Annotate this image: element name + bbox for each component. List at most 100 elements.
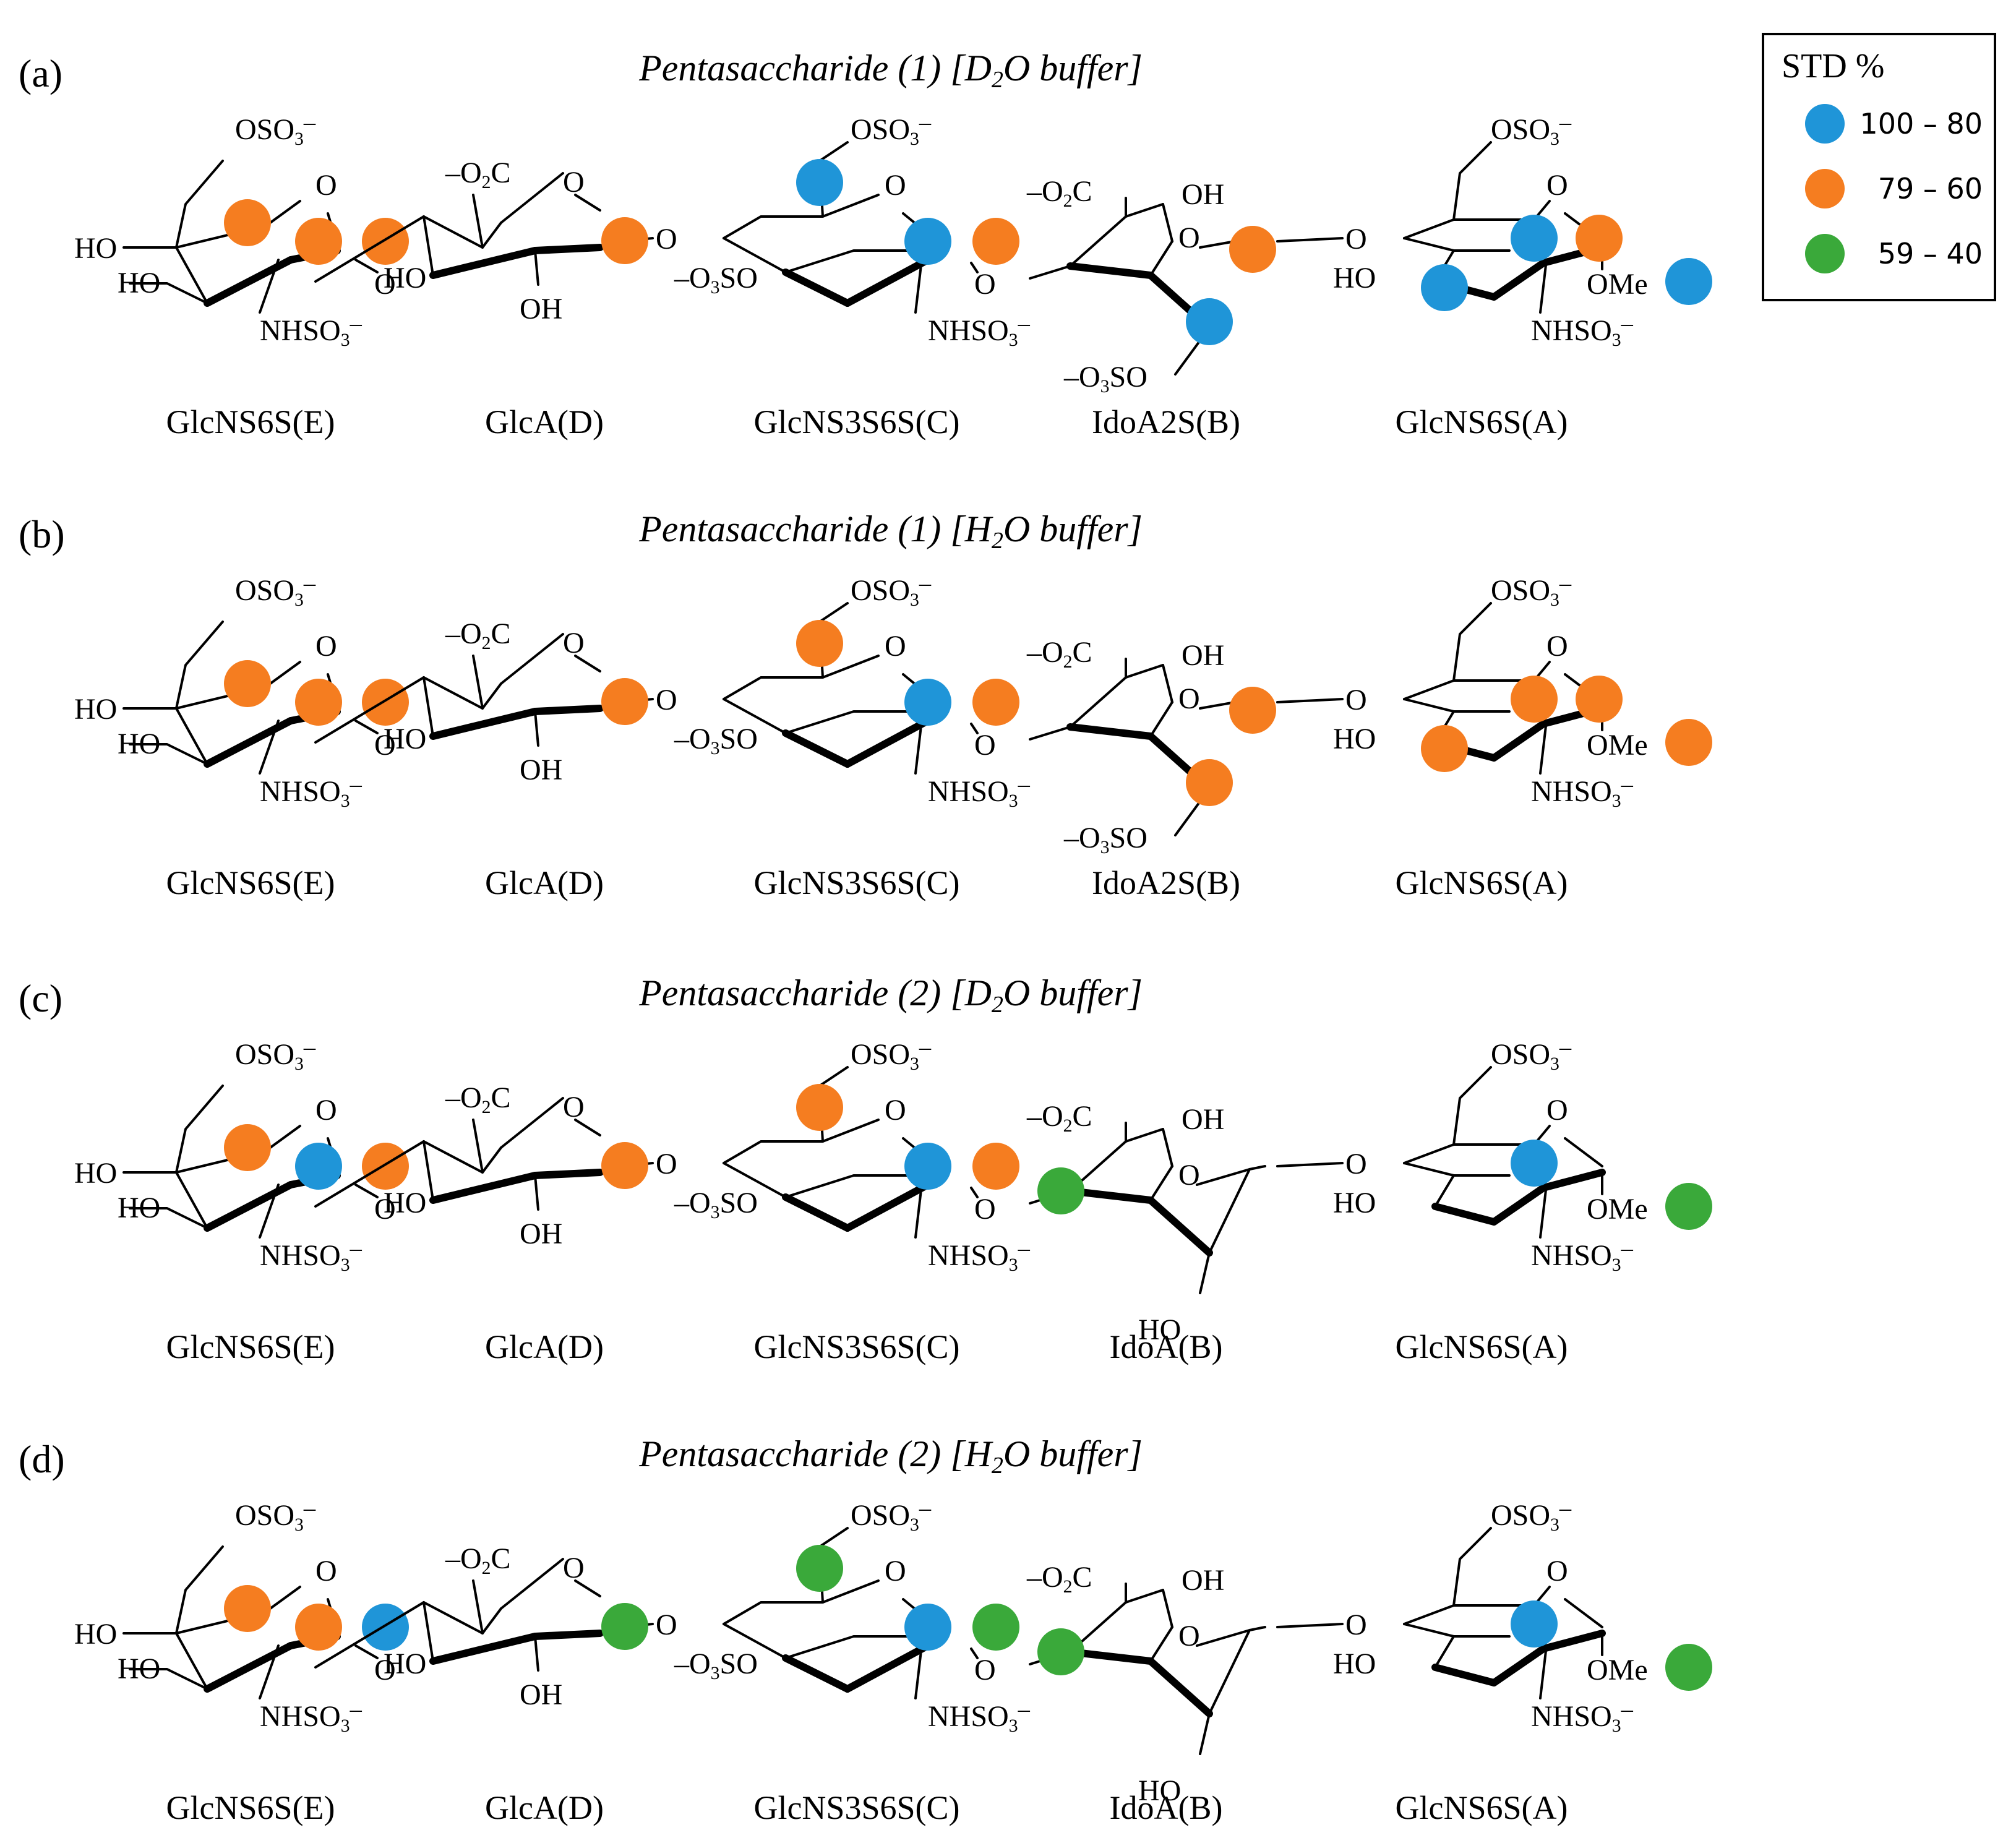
ring-oxygen: O xyxy=(1546,630,1568,663)
legend-label: 79 – 60 xyxy=(1878,172,1983,205)
ho-label: HO xyxy=(384,1187,426,1219)
std-dot-A2 xyxy=(1511,1600,1558,1648)
oso3-label-part: 3 xyxy=(1550,1054,1559,1074)
carboxylate-label-part: –O xyxy=(445,157,482,189)
ring-oxygen: O xyxy=(885,169,906,202)
bond-line xyxy=(1434,1635,1455,1669)
panel-letter: (b) xyxy=(19,512,65,556)
bond-line xyxy=(574,1579,601,1597)
ring-bond xyxy=(1403,1527,1492,1625)
oso3-label-part: OSO xyxy=(235,574,294,607)
legend-label: 100 – 80 xyxy=(1859,107,1983,140)
carboxylate-label: –O2C xyxy=(1026,1100,1092,1136)
std-dot-C2 xyxy=(904,218,951,265)
std-dot-AMe xyxy=(1665,258,1712,305)
panel-a: (a)Pentasaccharide (1) [D2O buffer]OSO3–… xyxy=(19,48,1712,440)
bond-line xyxy=(574,194,601,212)
ring-bold-bond xyxy=(1431,1664,1498,1686)
glycosidic-oxygen-part: O xyxy=(656,684,677,716)
bond-line xyxy=(970,1187,979,1198)
bond-line xyxy=(314,676,425,744)
ho-label: HO xyxy=(74,1618,117,1651)
ho-label-part: HO xyxy=(384,1187,426,1219)
bond-line xyxy=(970,262,979,273)
oh-label: OH xyxy=(520,293,562,325)
ring-bond xyxy=(723,655,880,700)
nhso3-label-part: NHSO xyxy=(260,775,341,808)
oso3-label-part: 3 xyxy=(1550,129,1559,149)
nhso3-label: NHSO3– xyxy=(928,771,1031,811)
std-dot-B1 xyxy=(1229,687,1276,734)
panel-title-part: Pentasaccharide (2) [H xyxy=(638,1433,994,1474)
std-dot-AMe xyxy=(1665,1644,1712,1691)
std-dot-C1 xyxy=(972,1604,1019,1651)
nhso3-label-part: NHSO xyxy=(260,1700,341,1733)
ome-label: OMe xyxy=(1587,1193,1648,1226)
residue-label: GlcNS3S6S(C) xyxy=(753,1328,959,1365)
ho-label: HO xyxy=(384,723,426,755)
ch2-bond xyxy=(175,621,224,710)
ho-label-part: HO xyxy=(118,267,160,299)
bond-line xyxy=(259,1184,280,1239)
ring-oxygen: O xyxy=(885,1555,906,1587)
oh-label-part: OH xyxy=(1182,178,1224,211)
residue-label: GlcNS3S6S(C) xyxy=(753,403,959,440)
ring-bold-bond xyxy=(204,717,294,768)
residue-label: GlcNS6S(E) xyxy=(166,403,335,440)
oh-label: OH xyxy=(520,1678,562,1711)
ring-bond xyxy=(129,1207,208,1229)
carboxylate-label-part: –O xyxy=(445,617,482,650)
oso3-label-part: – xyxy=(919,1495,932,1521)
ring-bond xyxy=(723,194,880,239)
bond-line xyxy=(472,655,484,710)
residue-label: GlcA(D) xyxy=(485,864,604,901)
ring-bond xyxy=(500,633,564,685)
oh-label-part: OH xyxy=(1182,639,1224,672)
std-dot-C6 xyxy=(796,620,843,667)
bond-line xyxy=(818,141,849,162)
bond-line xyxy=(1199,1252,1211,1294)
panel-c: (c)Pentasaccharide (2) [D2O buffer]OSO3–… xyxy=(19,973,1712,1365)
nhso3-label: NHSO3– xyxy=(928,1696,1031,1736)
ring-oxygen-part: O xyxy=(315,1555,337,1587)
bond-line xyxy=(574,655,601,672)
oso3-label-part: 3 xyxy=(1550,590,1559,610)
nhso3-label-part: NHSO xyxy=(928,1700,1009,1733)
o3so-label-part: SO xyxy=(720,1648,758,1680)
ring-oxygen-part: O xyxy=(885,630,906,663)
residue-label: IdoA(B) xyxy=(1110,1328,1223,1365)
std-dot-E6 xyxy=(224,660,271,707)
carboxylate-label-part: –O xyxy=(445,1542,482,1575)
ring-bold-bond xyxy=(204,1642,294,1693)
std-dot-D1 xyxy=(601,1603,648,1650)
oso3-label-part: – xyxy=(1559,110,1572,135)
ring-bond xyxy=(500,1558,564,1610)
ring-bold-bond xyxy=(844,1181,932,1232)
ring-bold-bond xyxy=(204,1181,294,1232)
residue-label: GlcNS3S6S(C) xyxy=(753,864,959,901)
ome-label-part: OMe xyxy=(1587,1654,1648,1686)
bond-line xyxy=(314,1140,425,1208)
std-dot-AMe xyxy=(1665,1183,1712,1230)
bond-line xyxy=(259,1644,280,1699)
oso3-label-part: OSO xyxy=(851,1038,910,1071)
std-dot-A1 xyxy=(1576,676,1623,723)
ring-oxygen-part: O xyxy=(563,1552,585,1584)
bond-line xyxy=(1564,1598,1603,1628)
ho-label: HO xyxy=(1333,1648,1376,1680)
ring-bold-bond xyxy=(1490,259,1547,301)
std-dot-A1 xyxy=(1576,215,1623,262)
nhso3-label-part: 3 xyxy=(1612,330,1621,350)
nhso3-label: NHSO3– xyxy=(1531,771,1634,811)
oh-label: OH xyxy=(1182,178,1224,211)
nhso3-label-part: 3 xyxy=(1009,1255,1018,1275)
o3so-label: –O3SO xyxy=(1063,822,1147,857)
bond-line xyxy=(970,1648,979,1659)
o3so-label: –O3SO xyxy=(674,1187,758,1222)
oh-label-part: OH xyxy=(1182,1564,1224,1597)
bond-line xyxy=(1248,1165,1266,1171)
carboxylate-label-part: 2 xyxy=(482,1558,491,1578)
ring-bold-bond xyxy=(844,256,932,307)
oso3-label-part: 3 xyxy=(910,590,919,610)
residue-label: GlcNS6S(E) xyxy=(166,864,335,901)
